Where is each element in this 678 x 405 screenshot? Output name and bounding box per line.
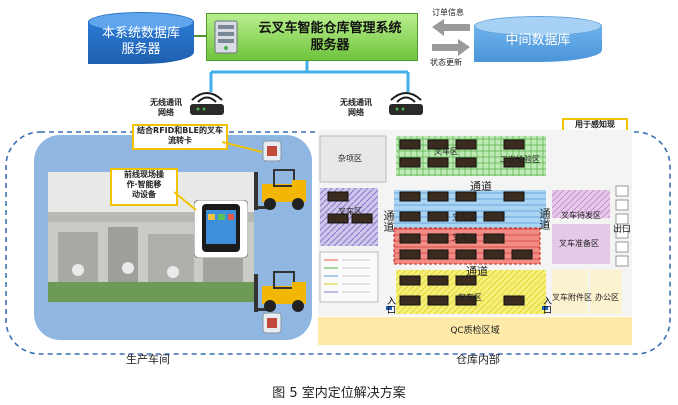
zone-office: 办公区 [595, 293, 619, 302]
router-icon-right [389, 92, 423, 115]
rfid-tag-icon-bottom [262, 312, 282, 334]
forklift-icon-bottom [254, 271, 306, 312]
production-shop-label: 生产车间 [126, 353, 170, 366]
aisle-right: 通道 [538, 208, 551, 230]
callout-mobile-device: 前线现场操 作·智能移 动设备 [110, 168, 178, 206]
zone-forklift-red: 叉车区 [452, 233, 476, 242]
zone-forklift-green: 叉车区 [434, 147, 458, 156]
zone-second-inspection: 二次检验区 [500, 155, 540, 164]
router-label-right: 无线通讯 网络 [340, 98, 372, 117]
forklift-icon-top [254, 169, 306, 210]
middle-db-label: 中间数据库 [505, 33, 571, 48]
warehouse-label: 仓库内部 [456, 353, 500, 366]
status-update-label: 状态更新 [430, 58, 462, 67]
smart-phone-icon [194, 200, 248, 258]
server-label: 云叉车智能仓库管理系统 服务器 [258, 21, 402, 53]
warehouse-zones [319, 135, 629, 314]
aisle-middle: 通道 [466, 265, 488, 278]
order-info-label: 订单信息 [432, 8, 464, 17]
rfid-tag-icon-top [262, 140, 282, 162]
callout-rfid-card: 结合RFID和BLE的叉车 流转卡 [132, 124, 228, 150]
exit-label: 出口 [612, 225, 631, 235]
local-db-cylinder: 本系统数据库 服务器 [88, 12, 194, 64]
zone-forklift-yellow: 叉车区 [458, 293, 482, 302]
entrance-left: 入口 [385, 296, 395, 314]
zone-misc: 杂项区 [338, 154, 362, 163]
callout-mobile-pointer [174, 191, 197, 211]
middle-db-cylinder: 中间数据库 [474, 16, 602, 62]
server-icon [214, 20, 238, 54]
local-db-label: 本系统数据库 服务器 [101, 26, 180, 57]
qc-zone: QC质检区域 [318, 317, 632, 345]
figure-caption: 图 5 室内定位解决方案 [272, 386, 406, 401]
router-label-left: 无线通讯 网络 [150, 98, 182, 117]
aisle-top: 通道 [470, 180, 492, 193]
wms-server: 云叉车智能仓库管理系统 服务器 [206, 13, 418, 61]
entrance-right: 入口 [541, 296, 551, 314]
zone-forklift-ready: 叉车准备区 [559, 239, 599, 248]
zone-forklift-waiting: 叉车待发区 [561, 211, 601, 220]
router-icon-left [190, 92, 224, 115]
zone-forklift-purple: 叉车区 [338, 207, 362, 216]
aisle-left: 通道 [382, 210, 395, 232]
callout-rfid-pointer [222, 141, 263, 153]
zone-forklift-blue: 叉车区 [452, 213, 476, 222]
zone-forklift-parts: 叉车附件区 [552, 293, 592, 302]
